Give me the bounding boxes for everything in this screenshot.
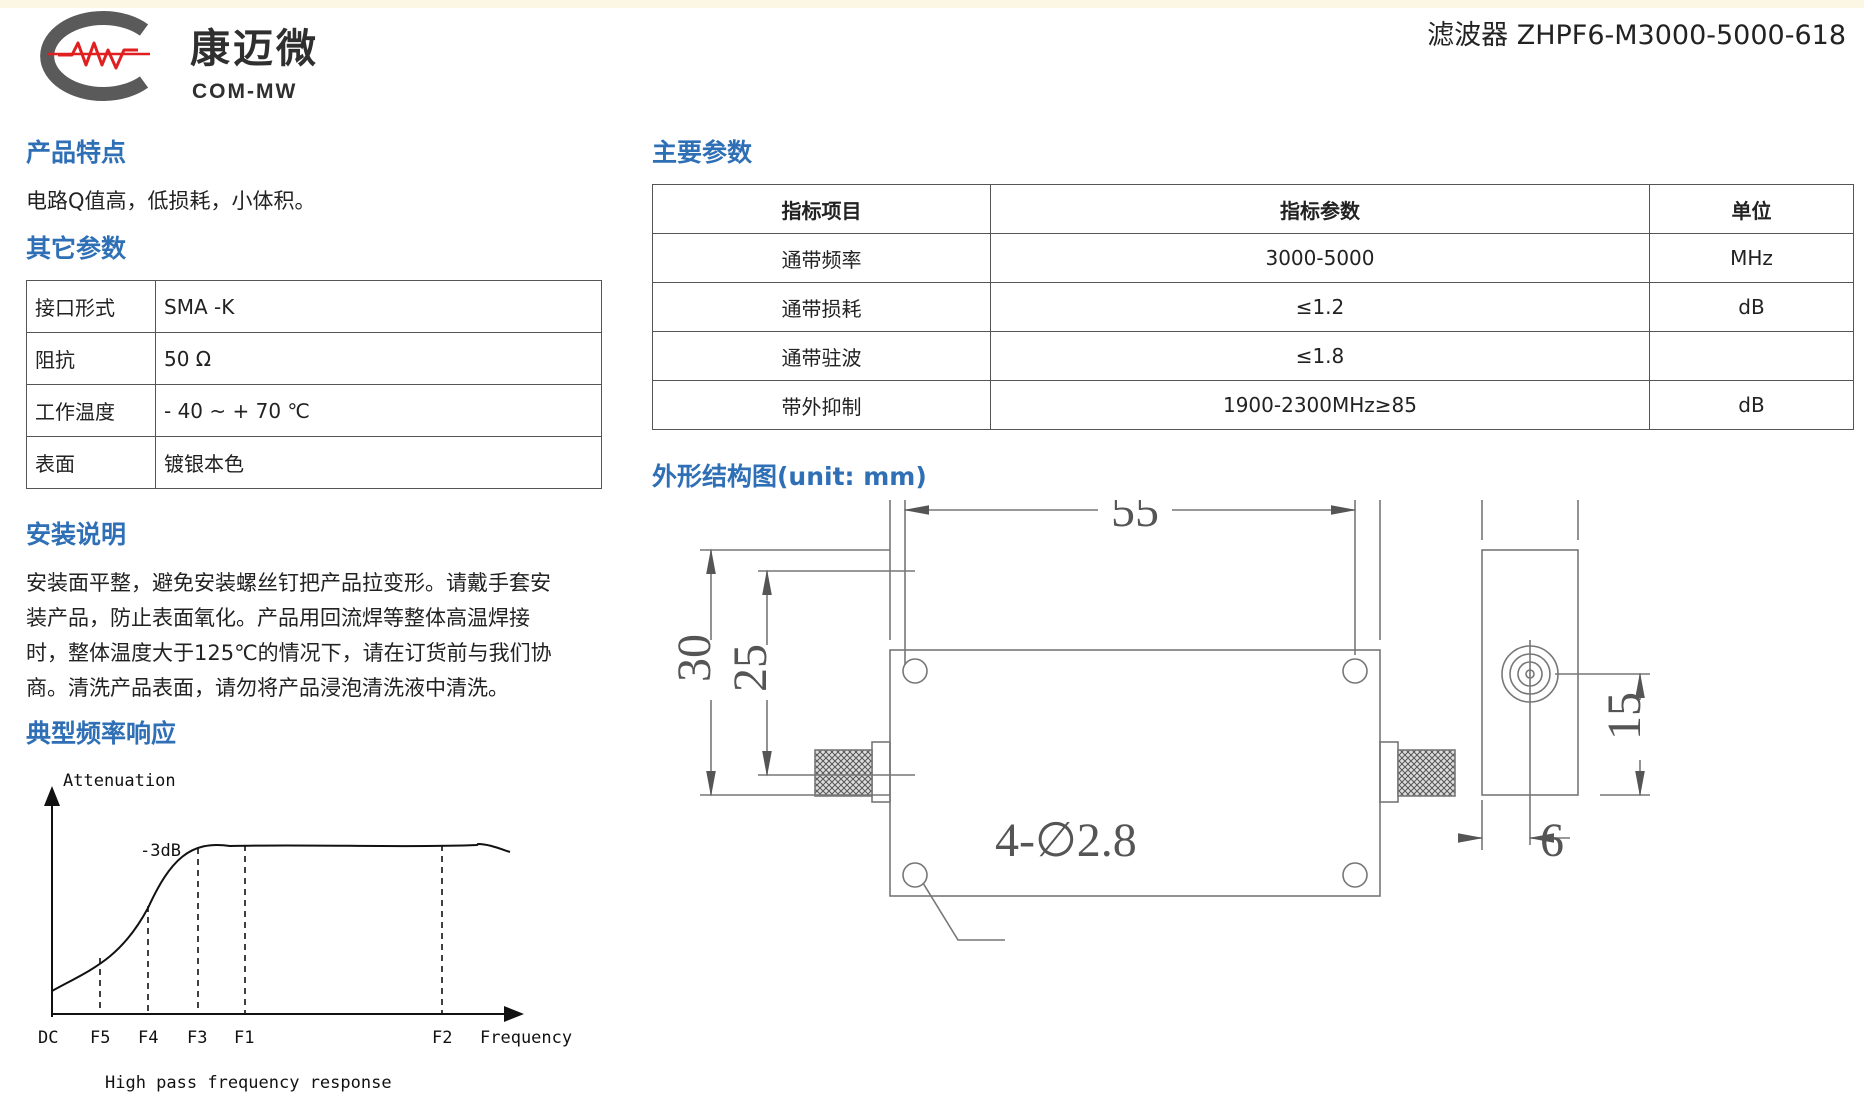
table-cell: dB [1649,380,1854,430]
install-line: 商。清洗产品表面，请勿将产品浸泡清洗液中清洗。 [26,676,509,700]
mount-hole [902,862,928,888]
right-connector-thread [1397,749,1456,797]
left-connector-flange [871,741,891,803]
install-line: 安装面平整，避免安装螺丝钉把产品拉变形。请戴手套安 [26,571,551,595]
x-axis-label: Frequency [480,1028,572,1048]
logo-chinese-name: 康迈微 [190,26,319,72]
table-cell: 通带频率 [652,233,991,283]
tick-label-f4: F4 [138,1028,158,1048]
table-header-row: 指标项目 指标参数 单位 [652,184,1854,234]
table-cell: 3000-5000 [990,233,1650,283]
param-value: SMA -K [155,280,602,333]
table-cell: 带外抑制 [652,380,991,430]
dim-connector-height-15: 15 [1598,692,1651,740]
tick-label-f5: F5 [90,1028,110,1048]
param-key: 工作温度 [26,384,156,437]
param-key: 阻抗 [26,332,156,385]
logo-english-name: COM-MW [192,80,298,103]
table-cell: 通带损耗 [652,282,991,332]
features-text: 电路Q值高，低损耗，小体积。 [26,189,316,213]
install-line: 装产品，防止表面氧化。产品用回流焊等整体高温焊接 [26,606,530,630]
top-strip [0,0,1864,8]
outline-drawing: 60 55 30 25 4-∅2.8 12 15 6 [668,500,1651,941]
other-params-heading: 其它参数 [26,234,127,263]
y-axis-label: Attenuation [63,771,176,791]
outline-heading: 外形结构图(unit: mm) [652,462,927,491]
table-cell: ≤1.8 [990,331,1650,381]
logo-mark-icon [40,11,150,101]
mount-hole [902,658,928,684]
dim-offset-6: 6 [1540,814,1564,867]
table-cell: ≤1.2 [990,282,1650,332]
table-row: 通带频率 3000-5000 MHz [652,233,1854,283]
product-title: 滤波器 ZHPF6-M3000-5000-618 [1427,20,1846,51]
main-params-heading: 主要参数 [652,138,753,167]
column-header: 单位 [1649,184,1854,234]
dim-hole-pitch-25: 25 [724,644,777,692]
param-value: 50 Ω [155,332,602,385]
table-row: 带外抑制 1900-2300MHz≥85 dB [652,380,1854,430]
table-row: 接口形式 SMA -K [26,280,602,333]
table-cell [1649,331,1854,381]
install-text: 安装面平整，避免安装螺丝钉把产品拉变形。请戴手套安 装产品，防止表面氧化。产品用… [26,566,606,706]
param-value: 镀银本色 [155,436,602,489]
table-cell: MHz [1649,233,1854,283]
graph-caption: High pass frequency response [105,1073,392,1093]
table-row: 表面 镀银本色 [26,436,602,489]
tick-label-dc: DC [38,1028,58,1048]
table-cell: 1900-2300MHz≥85 [990,380,1650,430]
table-cell: 通带驻波 [652,331,991,381]
tick-label-f2: F2 [432,1028,452,1048]
mount-hole [1342,862,1368,888]
table-row: 通带损耗 ≤1.2 dB [652,282,1854,332]
features-heading: 产品特点 [26,138,127,167]
tick-label-f1: F1 [234,1028,254,1048]
column-header: 指标项目 [652,184,991,234]
tick-label-f3: F3 [187,1028,207,1048]
param-value: - 40 ~ + 70 ℃ [155,384,602,437]
dim-holes: 4-∅2.8 [995,814,1137,867]
table-row: 通带驻波 ≤1.8 [652,331,1854,381]
table-cell: dB [1649,282,1854,332]
param-key: 表面 [26,436,156,489]
install-heading: 安装说明 [26,520,127,549]
column-header: 指标参数 [990,184,1650,234]
dim-width-30: 30 [668,634,721,682]
dim-hole-pitch-55: 55 [1111,500,1159,537]
right-connector-flange [1379,741,1399,803]
param-key: 接口形式 [26,280,156,333]
company-logo[interactable]: 康迈微 COM-MW [20,10,320,103]
frequency-response-graph: Attenuation -3dB DC F5 F4 F3 F1 F2 Frequ… [38,771,572,1093]
mount-hole [1342,658,1368,684]
table-row: 阻抗 50 Ω [26,332,602,385]
install-line: 时，整体温度大于125℃的情况下，请在订货前与我们协 [26,641,552,665]
response-curve [51,842,511,992]
other-params-table: 接口形式 SMA -K 阻抗 50 Ω 工作温度 - 40 ~ + 70 ℃ 表… [26,280,602,489]
response-heading: 典型频率响应 [26,719,177,748]
table-row: 工作温度 - 40 ~ + 70 ℃ [26,384,602,437]
3db-marker-label: -3dB [140,841,181,861]
left-connector-thread [814,749,873,797]
main-params-table: 指标项目 指标参数 单位 通带频率 3000-5000 MHz 通带损耗 ≤1.… [652,184,1854,430]
